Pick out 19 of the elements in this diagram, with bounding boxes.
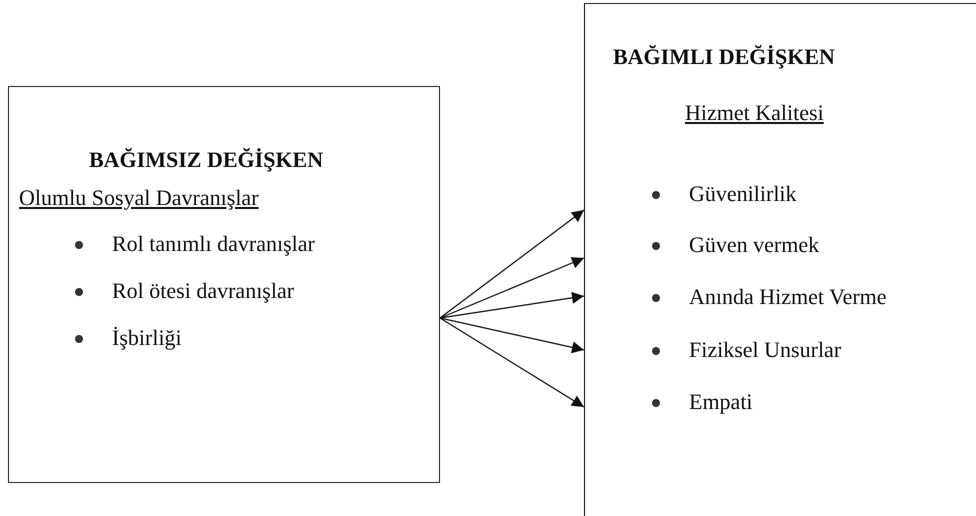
- heading: BAĞIMSIZ DEĞİŞKEN: [89, 147, 324, 173]
- heading: BAĞIMLI DEĞİŞKEN: [613, 44, 835, 70]
- arrow: [440, 257, 584, 319]
- list-item: Fiziksel Unsurlar: [689, 337, 842, 363]
- list-item: Güven vermek: [689, 232, 820, 258]
- arrow: [440, 317, 584, 408]
- arrow: [440, 210, 584, 318]
- list-item: Rol ötesi davranışlar: [112, 278, 294, 304]
- subheading: Olumlu Sosyal Davranışlar: [19, 185, 259, 211]
- variable-box: [584, 3, 976, 516]
- list-item: Empati: [689, 389, 753, 415]
- list-item: Rol tanımlı davranışlar: [112, 231, 315, 257]
- list-item: İşbirliği: [112, 325, 182, 351]
- variable-box: [8, 86, 440, 483]
- list-item: Güvenilirlik: [689, 181, 797, 207]
- arrow: [440, 292, 584, 319]
- subheading: Hizmet Kalitesi: [685, 100, 824, 126]
- list-item: Anında Hizmet Verme: [689, 284, 887, 310]
- arrow: [440, 317, 584, 354]
